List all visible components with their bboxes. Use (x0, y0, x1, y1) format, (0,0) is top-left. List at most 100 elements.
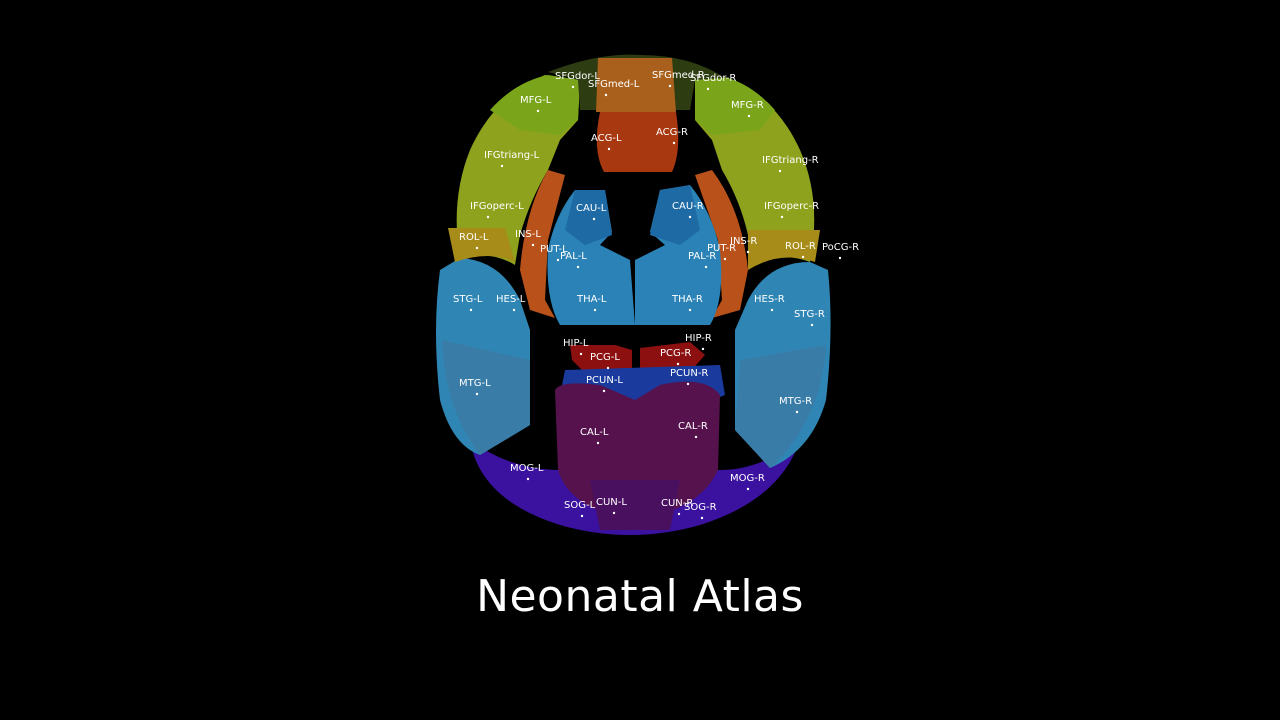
region-label-acg-r: ACG-R (656, 127, 688, 138)
region-marker-cau-l (592, 217, 596, 221)
region-label-mfg-l: MFG-L (520, 95, 552, 106)
region-CAU-left (565, 190, 612, 245)
region-label-pcun-r: PCUN-R (670, 368, 708, 379)
region-marker-hip-r (701, 347, 705, 351)
region-label-acg-l: ACG-L (591, 133, 622, 144)
region-INS-left (520, 170, 565, 318)
region-label-ifgtriang-l: IFGtriang-L (484, 150, 540, 161)
region-marker-sfgmed-r (668, 84, 672, 88)
region-label-pal-r: PAL-R (688, 251, 716, 262)
region-label-pocg-r: PoCG-R (822, 242, 859, 253)
region-marker-hes-r (770, 308, 774, 312)
region-marker-hes-l (512, 308, 516, 312)
region-label-hes-r: HES-R (754, 294, 785, 305)
region-marker-cun-r (677, 512, 681, 516)
region-label-put-l: PUT-L (540, 244, 568, 255)
region-CUN (590, 480, 680, 530)
region-label-rol-r: ROL-R (785, 241, 816, 252)
region-label-put-r: PUT-R (707, 243, 736, 254)
region-CAU-right (650, 185, 700, 245)
region-label-cau-l: CAU-L (576, 203, 607, 214)
region-marker-mog-l (526, 477, 530, 481)
region-MFG-left (490, 75, 580, 135)
region-marker-mtg-l (475, 392, 479, 396)
region-label-cau-r: CAU-R (672, 201, 704, 212)
region-marker-cal-r (694, 435, 698, 439)
region-marker-ins-l (531, 243, 535, 247)
region-marker-cau-r (688, 215, 692, 219)
region-label-hip-l: HIP-L (563, 338, 589, 349)
region-label-pcg-l: PCG-L (590, 352, 620, 363)
region-label-mog-r: MOG-R (730, 473, 765, 484)
region-label-mfg-r: MFG-R (731, 100, 764, 111)
region-marker-hip-l (579, 352, 583, 356)
region-label-ins-l: INS-L (515, 229, 541, 240)
region-MTG-left-shade (442, 340, 530, 455)
region-marker-acg-l (607, 147, 611, 151)
region-MTG-right-shade (735, 345, 826, 468)
region-marker-pcg-l (606, 366, 610, 370)
region-label-pcun-l: PCUN-L (586, 375, 623, 386)
region-marker-mfg-l (536, 109, 540, 113)
region-label-pal-l: PAL-L (560, 251, 587, 262)
region-label-tha-r: THA-R (671, 294, 703, 305)
region-label-ins-r: INS-R (730, 236, 757, 247)
region-ACG (596, 112, 679, 172)
region-marker-pal-l (576, 265, 580, 269)
region-marker-ifgoperc-r (780, 215, 784, 219)
region-marker-put-l (556, 258, 560, 262)
region-marker-ifgoperc-l (486, 215, 490, 219)
region-label-rol-l: ROL-L (459, 232, 489, 243)
region-label-mtg-r: MTG-R (779, 396, 812, 407)
region-marker-ifgtriang-r (778, 169, 782, 173)
region-marker-ifgtriang-l (500, 164, 504, 168)
atlas-title: Neonatal Atlas (476, 571, 804, 622)
region-marker-mtg-r (795, 410, 799, 414)
region-label-cun-r: CUN-R (661, 498, 693, 509)
region-label-pcg-r: PCG-R (660, 348, 691, 359)
region-label-cal-r: CAL-R (678, 421, 708, 432)
region-marker-ins-r (746, 250, 750, 254)
region-marker-sog-l (580, 514, 584, 518)
brain-regions (436, 54, 831, 535)
region-label-sog-r: SOG-R (684, 502, 717, 513)
region-label-ifgtriang-r: IFGtriang-R (762, 155, 819, 166)
region-marker-pocg-r (838, 256, 842, 260)
region-label-sog-l: SOG-L (564, 500, 596, 511)
region-label-stg-r: STG-R (794, 309, 825, 320)
region-marker-put-r (723, 257, 727, 261)
region-marker-sfgmed-l (604, 93, 608, 97)
region-marker-sog-r (700, 516, 704, 520)
region-marker-rol-l (475, 246, 479, 250)
region-marker-cal-l (596, 441, 600, 445)
region-label-mtg-l: MTG-L (459, 378, 491, 389)
region-label-hes-l: HES-L (496, 294, 526, 305)
region-MFG-right (695, 76, 775, 135)
region-marker-acg-r (672, 141, 676, 145)
region-marker-pcun-l (602, 389, 606, 393)
region-ROL-right (748, 230, 820, 270)
region-label-ifgoperc-l: IFGoperc-L (470, 201, 524, 212)
region-SFGmed (596, 58, 676, 112)
region-label-ifgoperc-r: IFGoperc-R (764, 201, 819, 212)
region-label-sfgdor-l: SFGdor-L (555, 71, 600, 82)
region-marker-tha-l (593, 308, 597, 312)
region-label-cal-l: CAL-L (580, 427, 609, 438)
region-marker-tha-r (688, 308, 692, 312)
region-marker-mog-r (746, 487, 750, 491)
region-INS-right (695, 170, 748, 318)
region-marker-sfgdor-r (706, 87, 710, 91)
region-label-tha-l: THA-L (576, 294, 607, 305)
region-ROL-left (448, 228, 515, 262)
region-marker-stg-l (469, 308, 473, 312)
region-label-mog-l: MOG-L (510, 463, 544, 474)
region-label-hip-r: HIP-R (685, 333, 712, 344)
region-label-sfgmed-l: SFGmed-L (588, 79, 640, 90)
region-marker-mfg-r (747, 114, 751, 118)
region-marker-pcun-r (686, 382, 690, 386)
region-label-stg-l: STG-L (453, 294, 483, 305)
region-marker-pal-r (704, 265, 708, 269)
region-marker-rol-r (801, 255, 805, 259)
region-marker-stg-r (810, 323, 814, 327)
